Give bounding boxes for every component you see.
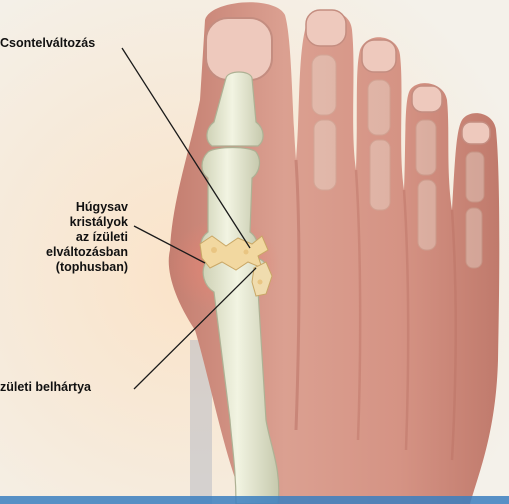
label-crystal-line-3: az ízületi xyxy=(46,230,128,245)
toenail-5 xyxy=(462,122,490,144)
label-synovial-membrane: zületi belhártya xyxy=(0,380,91,395)
toenail-2 xyxy=(306,10,346,46)
label-bone-change: Csontelváltozás xyxy=(0,36,95,51)
big-toenail xyxy=(206,18,272,80)
label-crystal-line-4: elváltozásban xyxy=(46,245,128,260)
label-crystal-line-1: Húgysav xyxy=(46,200,128,215)
label-crystal-line-2: kristályok xyxy=(46,215,128,230)
toenail-3 xyxy=(362,40,396,72)
label-uric-acid-crystals: Húgysav kristályok az ízületi elváltozás… xyxy=(46,200,128,275)
label-crystal-line-5: (tophusban) xyxy=(46,260,128,275)
bottom-strip xyxy=(0,496,509,504)
toenail-4 xyxy=(412,86,442,112)
